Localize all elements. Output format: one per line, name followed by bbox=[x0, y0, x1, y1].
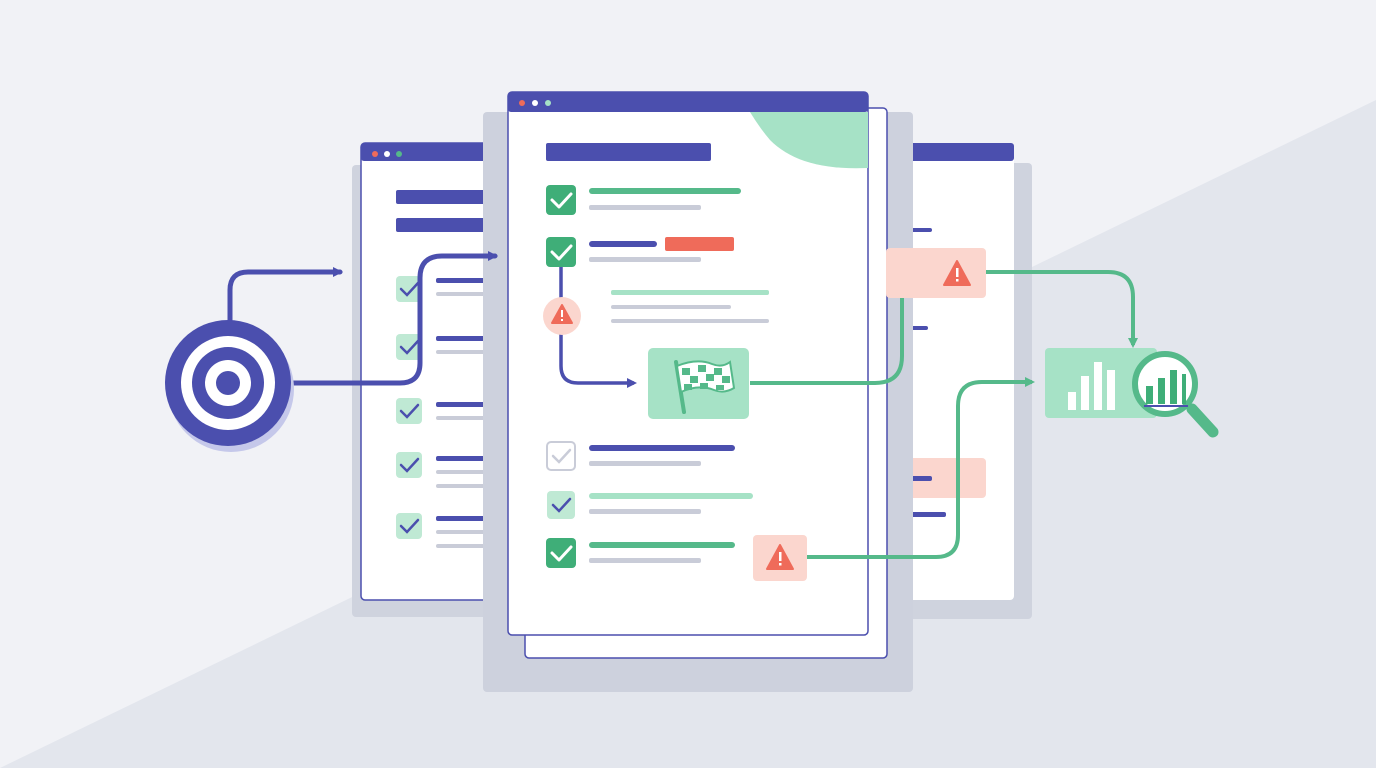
warning-icon-bottom bbox=[753, 535, 807, 581]
connector-warning-to-flag bbox=[559, 334, 637, 388]
magnifying-glass-chart-icon bbox=[1132, 351, 1219, 438]
center-check-item-5 bbox=[546, 538, 735, 568]
warning-icon-center bbox=[543, 297, 581, 335]
checkered-flag-icon bbox=[648, 348, 749, 419]
center-check-item-2 bbox=[546, 237, 734, 267]
connector-warning-to-chart bbox=[807, 377, 1035, 559]
target-icon bbox=[165, 320, 294, 452]
center-window-titlebar bbox=[508, 92, 868, 112]
window-dot-green bbox=[396, 151, 402, 157]
checkmark-icon bbox=[551, 497, 572, 513]
connector-target-up bbox=[227, 267, 343, 333]
connector-target-center bbox=[282, 251, 498, 386]
checkmark-icon bbox=[399, 403, 420, 419]
checkmark-icon bbox=[399, 457, 420, 473]
checkmark-icon bbox=[399, 281, 420, 297]
window-dot-green bbox=[545, 100, 551, 106]
checkmark-icon bbox=[550, 545, 573, 562]
window-dot-red bbox=[372, 151, 378, 157]
center-check-item-3 bbox=[546, 441, 735, 471]
checkmark-icon bbox=[399, 518, 420, 534]
center-check-item-4 bbox=[547, 491, 753, 519]
window-dot-white bbox=[384, 151, 390, 157]
checkmark-icon bbox=[550, 244, 573, 261]
center-heading-bar bbox=[546, 143, 711, 161]
center-warning-tag bbox=[665, 237, 734, 251]
empty-checkbox-icon bbox=[546, 441, 576, 471]
window-dot-white bbox=[532, 100, 538, 106]
checkmark-icon bbox=[550, 192, 573, 209]
center-check-item-1 bbox=[546, 185, 741, 215]
center-corner-accent bbox=[750, 112, 868, 169]
warning-icon-right bbox=[886, 248, 986, 298]
window-dot-red bbox=[519, 100, 525, 106]
center-window bbox=[483, 91, 913, 692]
connector-warning-to-analysis bbox=[985, 270, 1138, 348]
bar-chart-icon bbox=[1045, 348, 1157, 418]
checkmark-icon bbox=[399, 339, 420, 355]
